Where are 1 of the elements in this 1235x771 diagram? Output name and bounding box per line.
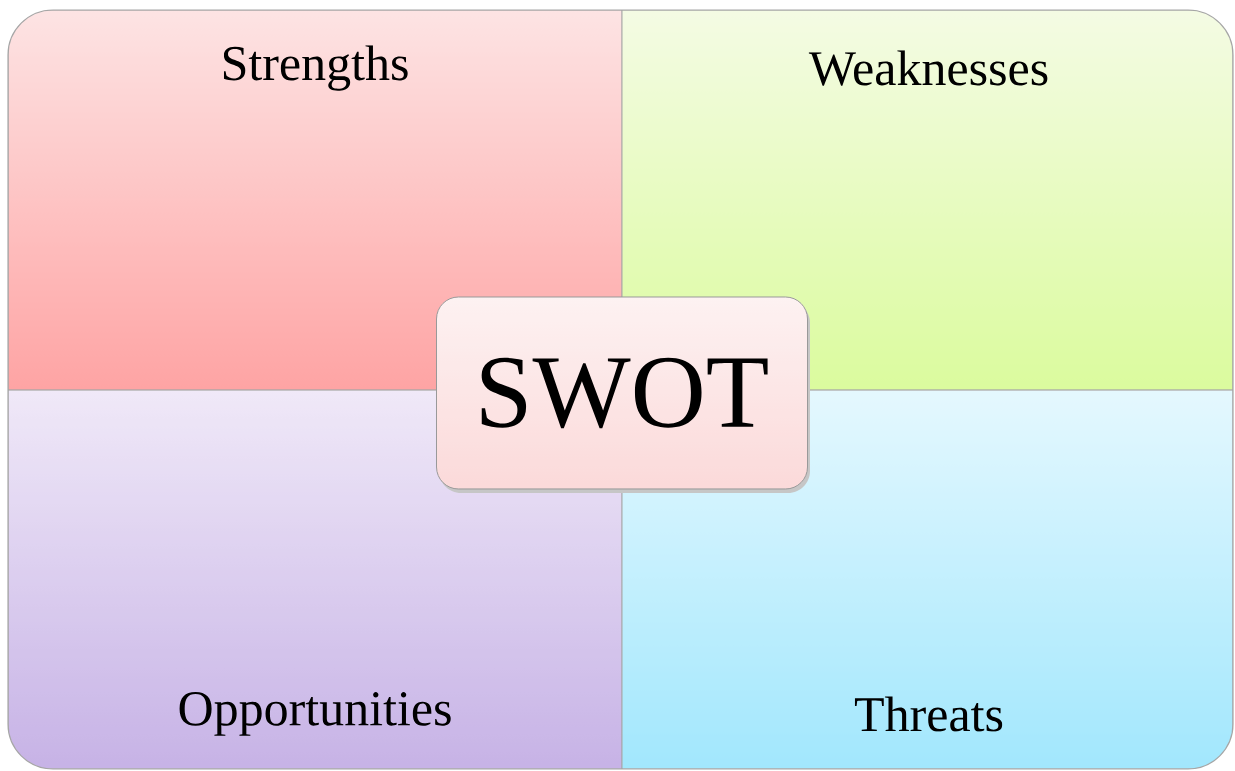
center-box: SWOT (436, 296, 808, 490)
